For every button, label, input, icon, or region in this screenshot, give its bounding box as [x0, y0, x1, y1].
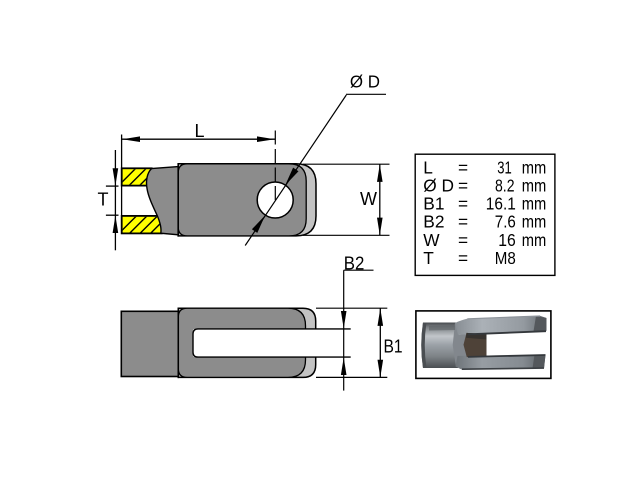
svg-text:mm: mm — [522, 212, 547, 232]
svg-text:mm: mm — [522, 176, 547, 196]
svg-text:=: = — [458, 157, 468, 177]
svg-text:W: W — [423, 230, 440, 250]
svg-text:=: = — [458, 176, 468, 196]
svg-text:7.6: 7.6 — [495, 212, 516, 232]
svg-text:=: = — [458, 230, 468, 250]
svg-text:L: L — [423, 157, 433, 177]
svg-text:=: = — [458, 212, 468, 232]
svg-text:L: L — [195, 121, 205, 141]
svg-text:mm: mm — [522, 230, 547, 250]
svg-text:T: T — [98, 189, 109, 209]
svg-text:16.1: 16.1 — [486, 194, 516, 214]
svg-text:mm: mm — [522, 157, 547, 177]
svg-text:B2: B2 — [344, 253, 365, 273]
svg-text:B1: B1 — [384, 337, 403, 357]
svg-text:Ø D: Ø D — [423, 176, 454, 196]
svg-text:16: 16 — [498, 230, 516, 250]
svg-text:8.2: 8.2 — [495, 176, 515, 196]
svg-text:W: W — [360, 189, 377, 209]
svg-text:M8: M8 — [495, 248, 516, 268]
svg-text:=: = — [458, 194, 468, 214]
svg-text:mm: mm — [522, 194, 547, 214]
svg-text:T: T — [423, 248, 434, 268]
svg-text:B2: B2 — [423, 212, 444, 232]
svg-text:B1: B1 — [423, 194, 444, 214]
svg-text:=: = — [458, 248, 468, 268]
svg-text:31: 31 — [497, 157, 512, 177]
svg-text:Ø D: Ø D — [350, 72, 380, 92]
